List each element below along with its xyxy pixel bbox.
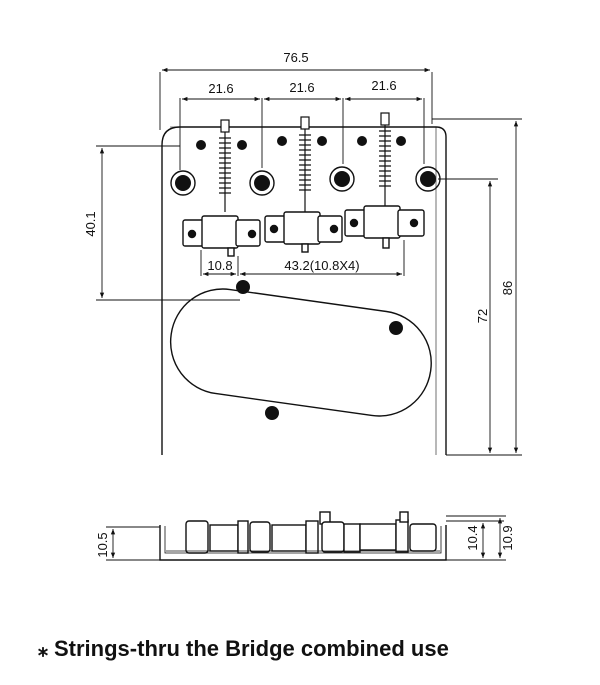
dim-side-height: 10.5 — [95, 532, 110, 557]
pickup-slot — [169, 288, 432, 417]
dim-string-spacing-2: 21.6 — [289, 80, 314, 95]
dim-height-b: 10.9 — [500, 525, 515, 550]
dim-string-spacing-3: 21.6 — [371, 78, 396, 93]
string-hole — [415, 166, 441, 192]
dim-saddle-width: 10.8 — [207, 258, 232, 273]
saddle — [182, 215, 261, 257]
bridge-top-view — [161, 126, 447, 455]
side-plate-outline — [159, 525, 447, 561]
saddle — [344, 205, 425, 249]
side-dimension-lines — [106, 515, 506, 561]
bridge-technical-drawing: 76.5 21.6 21.6 21.6 40.1 10.8 43.2(10.8X… — [83, 50, 522, 561]
dimension-lines — [96, 67, 522, 456]
caption-note: ⁎ Strings-thru the Bridge combined use — [38, 636, 578, 662]
asterisk-icon: ⁎ — [38, 639, 48, 661]
string-hole — [329, 166, 355, 192]
string-hole — [170, 170, 196, 196]
string-holes — [170, 166, 441, 196]
mounting-holes — [196, 136, 406, 150]
dim-string-spacing-1: 21.6 — [208, 81, 233, 96]
bridge-side-view — [159, 511, 447, 561]
dim-saddles-span: 43.2(10.8X4) — [284, 258, 359, 273]
dim-overall-length: 86 — [500, 281, 515, 295]
intonation-screw — [219, 119, 231, 212]
plate-screw-holes — [236, 280, 403, 420]
dim-height-a: 10.4 — [465, 525, 480, 550]
string-hole — [249, 170, 275, 196]
dim-plate-length: 72 — [475, 309, 490, 323]
dim-saddle-to-holes: 40.1 — [83, 211, 98, 236]
dim-overall-width: 76.5 — [283, 50, 308, 65]
saddle — [264, 211, 343, 253]
caption-text: Strings-thru the Bridge combined use — [54, 636, 449, 661]
intonation-screw — [299, 116, 311, 212]
saddles — [182, 205, 425, 257]
intonation-screw — [379, 112, 391, 208]
intonation-screws — [219, 112, 391, 212]
